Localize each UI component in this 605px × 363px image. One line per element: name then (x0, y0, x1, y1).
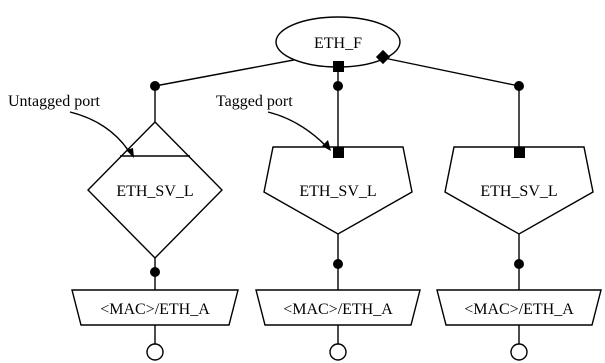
left-termination-trapezoid (71, 289, 239, 326)
left-termination-label: <MAC>/ETH_A (100, 301, 210, 318)
untagged-arrowhead (126, 148, 134, 158)
right-adaptation-label: ETH_SV_L (480, 183, 557, 200)
left-access-point (146, 343, 164, 361)
branch-left: ETH_SV_L <MAC>/ETH_A (71, 81, 239, 361)
middle-access-point (329, 343, 347, 361)
eth-f-node: ETH_F (275, 16, 401, 72)
callout-tagged: Tagged port (216, 93, 331, 151)
middle-termination-trapezoid (255, 289, 421, 326)
right-access-point (510, 343, 528, 361)
eth-f-diamond-port (375, 49, 391, 65)
branch-middle: ETH_SV_L <MAC>/ETH_A (255, 81, 421, 361)
link-ethf-left (154, 55, 316, 87)
tagged-pointer-line (267, 111, 327, 147)
middle-termination-label: <MAC>/ETH_A (283, 301, 393, 318)
tagged-port-label: Tagged port (216, 93, 293, 110)
left-adaptation-label: ETH_SV_L (116, 183, 193, 200)
right-bottom-dot (514, 259, 524, 269)
right-termination-label: <MAC>/ETH_A (464, 301, 574, 318)
callout-untagged: Untagged port (8, 93, 134, 158)
left-top-dot (150, 81, 160, 91)
middle-adaptation-label: ETH_SV_L (299, 183, 376, 200)
link-ethf-right (383, 57, 520, 87)
eth-f-label: ETH_F (314, 35, 362, 52)
eth-f-tagged-port (333, 61, 344, 72)
middle-adaptation-pentagon (263, 146, 413, 235)
right-adaptation-pentagon (444, 146, 594, 235)
middle-bottom-dot (333, 259, 343, 269)
right-termination-trapezoid (436, 289, 602, 326)
branch-right: ETH_SV_L <MAC>/ETH_A (436, 81, 602, 361)
untagged-pointer-line (69, 111, 131, 154)
tagged-arrowhead (322, 140, 331, 151)
middle-top-dot (333, 81, 343, 91)
right-tagged-port (514, 147, 525, 158)
untagged-port-label: Untagged port (8, 93, 101, 110)
left-bottom-dot (150, 267, 160, 277)
middle-tagged-port (333, 147, 344, 158)
right-top-dot (514, 81, 524, 91)
